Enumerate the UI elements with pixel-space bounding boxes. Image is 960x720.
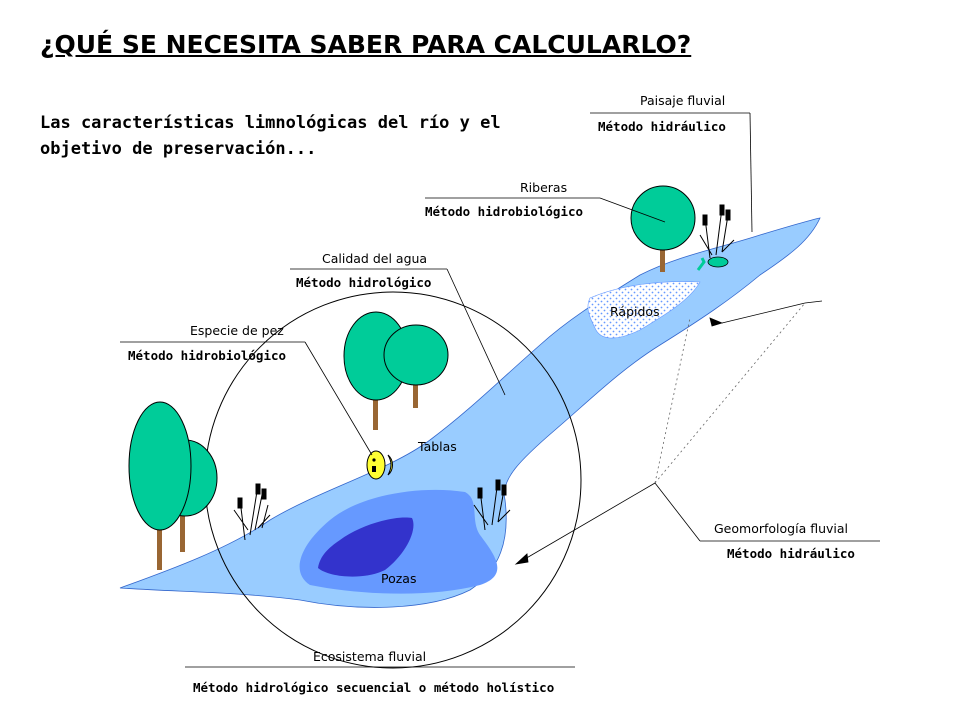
zone-rapidos: Rápidos — [610, 304, 660, 319]
pointer-line — [654, 482, 701, 542]
lily-pad-icon — [707, 256, 729, 268]
fish-icon — [366, 450, 393, 480]
arrow-line — [804, 300, 823, 304]
zone-pozas: Pozas — [381, 571, 416, 586]
label-especie-top: Especie de pez — [190, 323, 284, 338]
label-especie-bottom: Método hidrobiológico — [128, 348, 286, 363]
label-ecosistema-top: Ecosistema fluvial — [313, 649, 426, 664]
page-title: ¿QUÉ SE NECESITA SABER PARA CALCULARLO? — [40, 30, 692, 59]
arrow-line — [517, 482, 656, 564]
zone-tablas: Tablas — [417, 439, 457, 454]
label-calidad-bottom: Método hidrológico — [296, 275, 431, 290]
label-calidad-top: Calidad del agua — [322, 251, 427, 266]
pool-deep — [318, 517, 414, 577]
tree-icon — [630, 185, 696, 272]
label-riberas-top: Riberas — [520, 180, 567, 195]
reeds-icon — [473, 479, 511, 531]
reeds-icon — [233, 483, 271, 541]
pointer-line — [749, 112, 753, 233]
arrow-head-icon — [709, 317, 724, 327]
arrow-head-icon — [514, 553, 529, 565]
tree-icon — [128, 401, 192, 570]
subtitle: Las características limnológicas del río… — [40, 113, 501, 159]
label-paisaje-bottom: Método hidráulico — [598, 119, 726, 134]
tree-icon — [383, 324, 449, 408]
rapids-area — [587, 281, 701, 339]
label-geomorfologia-bottom: Método hidráulico — [727, 546, 855, 561]
guide-line — [654, 302, 806, 484]
pointer-line — [599, 197, 666, 223]
label-geomorfologia-top: Geomorfología fluvial — [714, 521, 848, 536]
pointer-line — [304, 341, 373, 456]
arrow-line — [721, 302, 806, 324]
guide-line — [654, 317, 691, 484]
reeds-icon — [699, 204, 735, 259]
label-ecosistema-bottom: Método hidrológico secuencial o método h… — [193, 680, 554, 695]
frog-icon — [696, 257, 706, 271]
label-riberas-bottom: Método hidrobiológico — [425, 204, 583, 219]
label-paisaje-top: Paisaje fluvial — [640, 93, 725, 108]
pointer-line — [446, 268, 506, 396]
